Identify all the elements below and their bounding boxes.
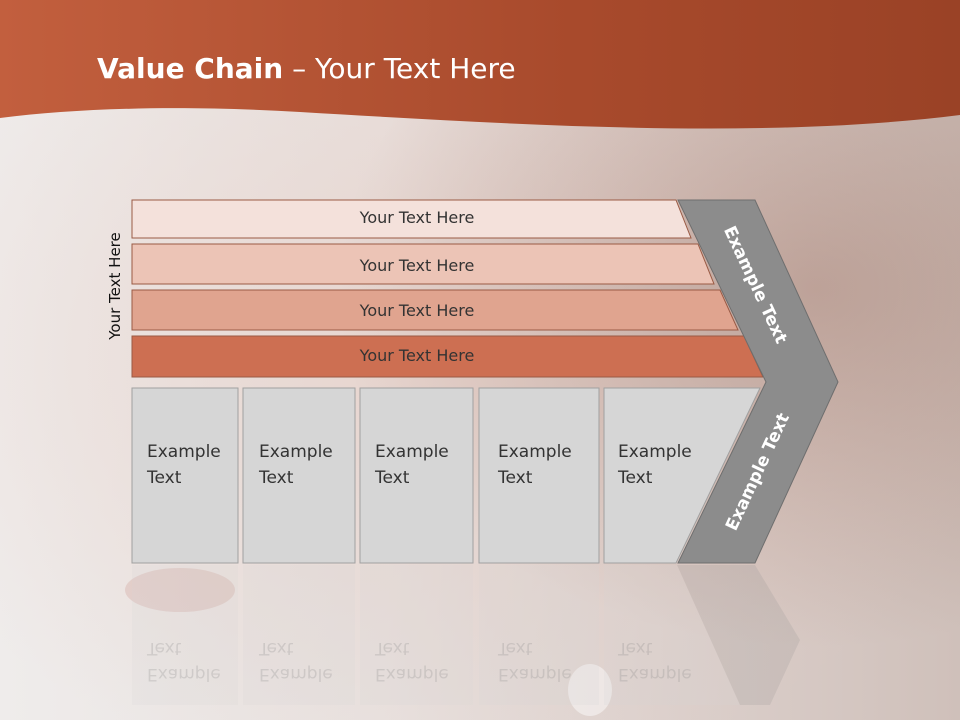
bar-3-label: Your Text Here [359,301,475,320]
title-bold: Value Chain [97,52,284,85]
title-rest: – Your Text Here [283,52,516,85]
box-4-line2: Text [498,468,533,488]
box-2-line2: Text [259,468,294,488]
box-1-line1: Example [147,442,221,462]
bar-1 [131,199,692,239]
box-1-reflection-line1: Example [147,664,221,684]
box-5-line2: Text [618,468,653,488]
diagram-reflection [132,565,800,705]
box-2-reflection-line1: Example [259,664,333,684]
box-4 [478,387,600,564]
box-4-line1: Example [498,442,572,462]
box-5 [603,387,761,564]
bar-4 [131,335,764,378]
box-3-reflection: Example Text [375,635,449,687]
box-5-line1: Example [618,442,692,462]
box-3-line2: Text [375,468,410,488]
box-2-reflection-line2: Text [259,638,294,658]
box-4-reflection-line1: Example [498,664,572,684]
box-5-reflection-line1: Example [618,664,692,684]
box-1 [131,387,239,564]
box-1-line2: Text [147,468,182,488]
chevron-arrow [677,199,839,564]
page-title: Value Chain – Your Text Here [97,52,516,85]
box-3-reflection-line1: Example [375,664,449,684]
bar-2 [131,243,715,285]
box-3-reflection-line2: Text [375,638,410,658]
box-2-line1: Example [259,442,333,462]
title-band [0,0,960,129]
box-2 [242,387,356,564]
bar-4-label: Your Text Here [359,346,475,365]
box-1-reflection-line2: Text [147,638,182,658]
box-5-reflection-line2: Text [618,638,653,658]
box-4-reflection: Example Text [498,635,572,687]
bar-3 [131,289,739,331]
bar-1-label: Your Text Here [359,208,475,227]
box-4-reflection-line2: Text [498,638,533,658]
box-3-line1: Example [375,442,449,462]
box-5-reflection: Example Text [618,635,692,687]
box-1-reflection: Example Text [147,635,221,687]
box-3 [359,387,474,564]
box-2-reflection: Example Text [259,635,333,687]
bar-2-label: Your Text Here [359,256,475,275]
